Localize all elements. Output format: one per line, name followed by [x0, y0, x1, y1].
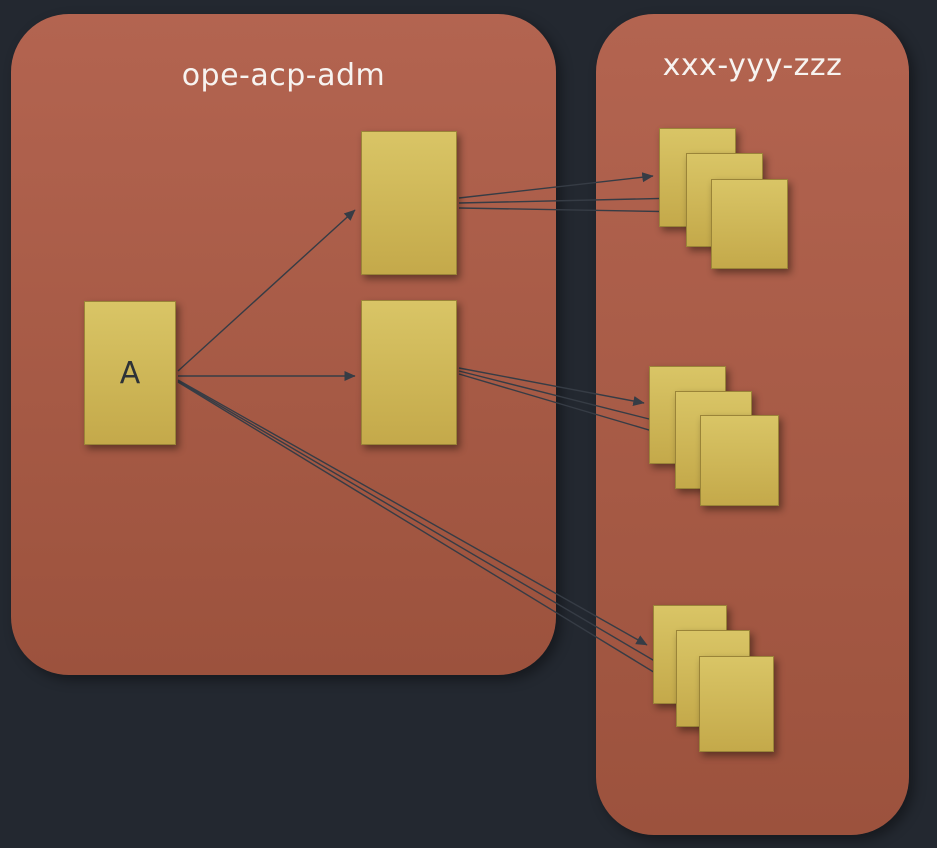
stack-middle-paper-3 [700, 415, 779, 506]
node-a: A [84, 301, 176, 445]
cluster-left-label: ope-acp-adm [181, 58, 386, 93]
node-top [361, 131, 457, 275]
cluster-right-label: xxx-yyy-zzz [662, 48, 843, 83]
stack-top-paper-3 [711, 179, 788, 269]
node-middle [361, 300, 457, 445]
stack-bottom-paper-3 [699, 656, 774, 752]
node-a-label: A [119, 355, 141, 391]
